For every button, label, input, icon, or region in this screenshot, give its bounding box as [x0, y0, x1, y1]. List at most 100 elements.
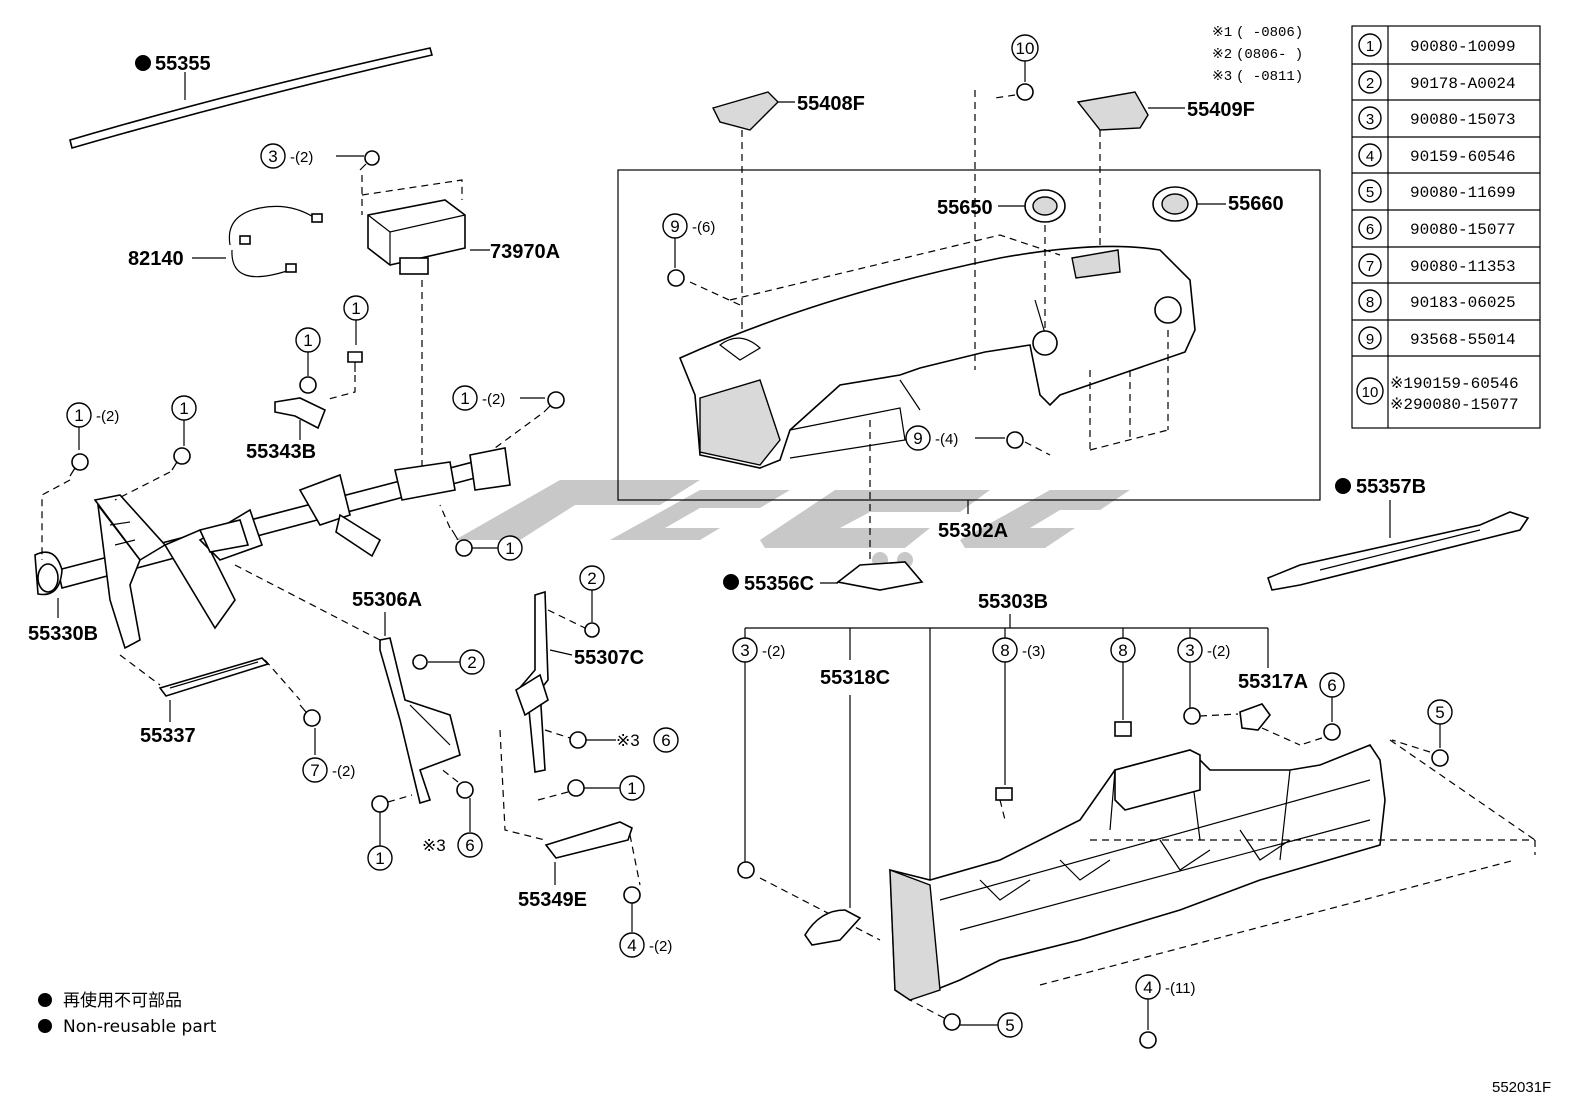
bolt-icon	[623, 886, 641, 904]
callout-7-qty-2: 7 -(2)	[302, 757, 355, 783]
non-reusable-dot	[723, 574, 739, 590]
part-55302A-instrument-panel[interactable]	[678, 245, 1196, 469]
svg-text:90178-A0024: 90178-A0024	[1410, 75, 1516, 93]
part-55409F-vent[interactable]	[1076, 91, 1149, 131]
table-row: 1 90080-10099	[1358, 33, 1516, 57]
label-55408F: 55408F	[797, 93, 865, 115]
callout-3-qty-2-top: 3 -(2)	[260, 143, 313, 169]
svg-text:-(2): -(2)	[290, 149, 313, 166]
bolt-icon	[371, 795, 389, 813]
label-55349E: 55349E	[518, 889, 587, 911]
callout-2-a: 2	[459, 649, 485, 675]
svg-text:1: 1	[460, 389, 469, 408]
table-row: 5 90080-11699	[1358, 179, 1516, 203]
label-55343B: 55343B	[246, 441, 316, 463]
svg-text:90183-06025: 90183-06025	[1410, 294, 1516, 312]
callout-1-e: 1	[367, 845, 393, 871]
svg-text:-(3): -(3)	[1022, 643, 1045, 660]
svg-text:-(2): -(2)	[332, 763, 355, 780]
svg-text:-(2): -(2)	[762, 643, 785, 660]
bolt-icon	[667, 269, 685, 287]
bolt-icon	[943, 1013, 961, 1031]
bolt-icon	[567, 779, 585, 797]
table-row: 6 90080-15077	[1358, 216, 1516, 240]
part-55650-round-vent[interactable]	[1024, 189, 1066, 223]
clip-icon	[995, 787, 1013, 801]
callout-1-f: 1	[619, 775, 645, 801]
callout-3-qty-2-a: 3 -(2)	[732, 637, 785, 663]
svg-text:8: 8	[1000, 641, 1009, 660]
svg-text:90080-15077: 90080-15077	[1410, 221, 1516, 239]
part-55307C-brace[interactable]	[515, 590, 549, 773]
part-55318C-bracket[interactable]	[804, 909, 862, 946]
label-55357B: 55357B	[1356, 476, 1426, 498]
table-row: 9 93568-55014	[1358, 326, 1516, 350]
bolt-icon	[299, 376, 317, 394]
svg-text:5: 5	[1435, 703, 1444, 722]
svg-text:※3: ※3	[422, 836, 446, 855]
svg-text:10: 10	[1362, 384, 1379, 401]
part-55349E-bracket[interactable]	[544, 821, 633, 859]
svg-text:1: 1	[74, 406, 83, 425]
callout-2-b: 2	[579, 565, 605, 591]
callout-8-qty-3: 8 -(3)	[992, 637, 1045, 663]
bolt-icon	[1183, 707, 1201, 725]
part-82140-wire-harness[interactable]	[228, 205, 323, 278]
callout-10: 10	[1011, 34, 1039, 62]
svg-text:90159-60546: 90159-60546	[1410, 148, 1516, 166]
svg-text:4: 4	[627, 936, 636, 955]
svg-text:-(2): -(2)	[649, 938, 672, 955]
bolt-icon	[1016, 83, 1034, 101]
part-55357B-duct-cover[interactable]	[1267, 511, 1530, 591]
note-3-mark: ※3	[1212, 69, 1232, 85]
table-row: 7 90080-11353	[1358, 253, 1516, 277]
part-55356C-pad[interactable]	[836, 561, 924, 591]
callout-6-a: ※3 6	[616, 727, 679, 753]
nut-icon	[584, 622, 600, 638]
svg-text:3: 3	[740, 641, 749, 660]
callout-5-b: 5	[997, 1012, 1023, 1038]
svg-text:90080-11699: 90080-11699	[1410, 184, 1516, 202]
part-73970A-module[interactable]	[367, 199, 466, 275]
part-55660-round-vent[interactable]	[1152, 186, 1198, 222]
svg-text:6: 6	[1366, 221, 1374, 238]
part-55306A-brace[interactable]	[379, 637, 461, 805]
label-55318C: 55318C	[820, 667, 890, 689]
svg-text:1: 1	[375, 849, 384, 868]
legend-dot-en	[38, 1019, 52, 1033]
label-55337: 55337	[140, 725, 196, 747]
svg-text:93568-55014: 93568-55014	[1410, 331, 1516, 349]
callout-6-b: ※3 6	[422, 832, 483, 858]
bolt-icon	[1139, 1031, 1157, 1049]
svg-text:-(2): -(2)	[482, 391, 505, 408]
non-reusable-dot	[135, 55, 151, 71]
part-55330B-reinforcement[interactable]	[34, 447, 511, 650]
bolt-icon	[543, 391, 565, 413]
table-row: 3 90080-15073	[1358, 106, 1516, 130]
note-2-range: (0806- )	[1236, 47, 1303, 63]
part-55337-duct[interactable]	[158, 657, 270, 697]
legend-en: Non-reusable part	[63, 1017, 217, 1037]
svg-text:1: 1	[351, 299, 360, 318]
callout-9-qty-6: 9 -(6)	[662, 213, 715, 239]
svg-text:※190159-60546: ※190159-60546	[1390, 375, 1519, 393]
svg-text:9: 9	[913, 429, 922, 448]
part-55408F-vent[interactable]	[711, 91, 779, 131]
nut-icon	[412, 654, 428, 670]
label-55356C: 55356C	[744, 573, 814, 595]
svg-text:※3: ※3	[616, 731, 640, 750]
legend-dot-jp	[38, 993, 52, 1007]
part-55317A-bracket[interactable]	[1239, 703, 1272, 731]
part-55303B-lower-panel[interactable]	[889, 744, 1386, 1001]
svg-text:3: 3	[1366, 111, 1374, 128]
part-55343B-bracket[interactable]	[274, 397, 327, 430]
callout-1-qty-2-left: 1 -(2)	[66, 402, 119, 428]
svg-text:-(11): -(11)	[1165, 980, 1196, 997]
svg-text:10: 10	[1016, 39, 1035, 58]
callout-6-c: 6	[1319, 672, 1345, 698]
part-55355-strip[interactable]	[69, 47, 434, 149]
callout-1-c: 1	[171, 395, 197, 421]
callout-1-qty-2-mid: 1 -(2)	[452, 385, 505, 411]
bolt-icon	[171, 447, 191, 471]
